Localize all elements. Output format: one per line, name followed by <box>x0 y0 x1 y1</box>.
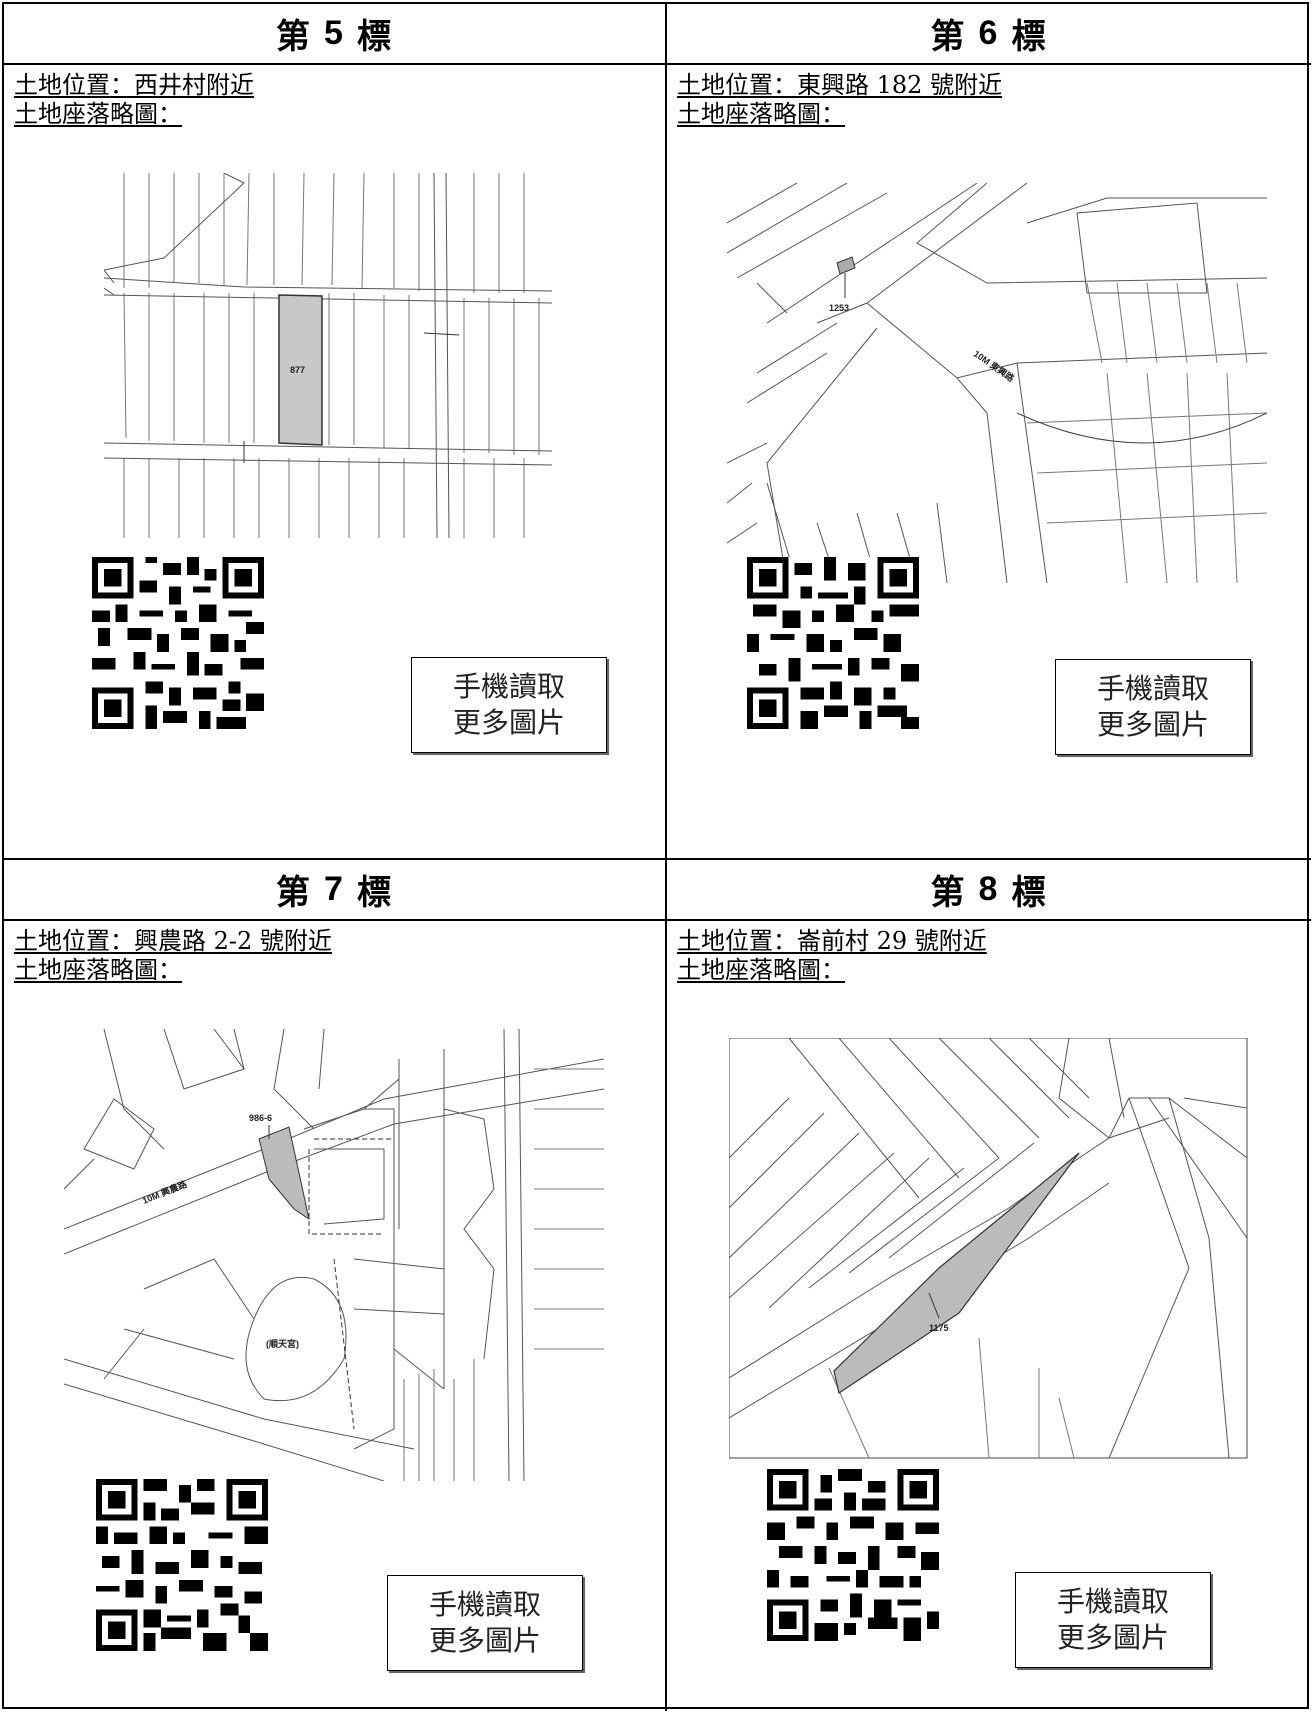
caption-line-2: 更多圖片 <box>452 706 565 739</box>
mobile-read-more-images-note: 手機讀取 更多圖片 <box>387 1575 583 1671</box>
caption-line-1: 手機讀取 <box>1056 1585 1169 1618</box>
lot-number: 5 <box>324 14 345 52</box>
sketch-label: 土地座落略圖： <box>677 100 845 128</box>
parcel-number-label: 986-6 <box>249 1113 272 1123</box>
qr-code-icon[interactable] <box>767 1469 939 1641</box>
caption-line-1: 手機讀取 <box>1096 672 1209 705</box>
lot-8-content: 土地位置：崙前村 29 號附近 土地座落略圖： 1175 <box>667 921 1311 1711</box>
land-location: 土地位置：興農路 2-2 號附近 <box>14 927 332 955</box>
road-label: 10M 興農路 <box>141 1178 190 1206</box>
land-location: 土地位置：西井村附近 <box>14 71 254 99</box>
caption-line-2: 更多圖片 <box>1056 1621 1169 1654</box>
mobile-read-more-images-note: 手機讀取 更多圖片 <box>411 657 607 753</box>
lot-number: 8 <box>978 870 1000 908</box>
title-prefix: 第 <box>276 873 313 913</box>
lot-5-content: 土地位置：西井村附近 土地座落略圖： <box>4 65 667 860</box>
caption-line-1: 手機讀取 <box>428 1588 541 1621</box>
qr-code-icon[interactable] <box>747 557 919 729</box>
lot-7-content: 土地位置：興農路 2-2 號附近 土地座落略圖： <box>4 921 667 1711</box>
location-sketch-map: 1175 <box>729 1038 1249 1460</box>
title-prefix: 第 <box>930 873 967 913</box>
location-sketch-map: 1253 10M 東興路 <box>727 183 1267 583</box>
sketch-label: 土地座落略圖： <box>677 956 845 984</box>
parcel-number-label: 1175 <box>929 1323 949 1333</box>
sketch-label: 土地座落略圖： <box>14 956 182 984</box>
mobile-read-more-images-note: 手機讀取 更多圖片 <box>1015 1572 1211 1668</box>
sketch-label: 土地座落略圖： <box>14 100 182 128</box>
title-suffix: 標 <box>1011 873 1048 913</box>
qr-code-icon[interactable] <box>92 557 264 729</box>
lot-number: 7 <box>324 870 345 908</box>
title-suffix: 標 <box>356 17 393 57</box>
caption-line-2: 更多圖片 <box>1096 708 1209 741</box>
mobile-read-more-images-note: 手機讀取 更多圖片 <box>1055 659 1251 755</box>
location-sketch-map: 986-6 10M 興農路 (順天宮) <box>64 1029 604 1481</box>
caption-line-1: 手機讀取 <box>452 670 565 703</box>
qr-code-icon[interactable] <box>96 1479 268 1651</box>
title-prefix: 第 <box>930 17 967 57</box>
land-location: 土地位置：東興路 182 號附近 <box>677 71 1003 99</box>
temple-label: (順天宮) <box>266 1338 299 1349</box>
title-suffix: 標 <box>1011 17 1048 57</box>
road-label: 10M 東興路 <box>972 348 1018 385</box>
lot-number: 6 <box>978 14 1000 52</box>
lot-6-content: 土地位置：東興路 182 號附近 土地座落略圖： <box>667 65 1311 860</box>
parcel-number-label: 1253 <box>829 303 849 313</box>
land-location: 土地位置：崙前村 29 號附近 <box>677 927 987 955</box>
title-prefix: 第 <box>276 17 313 57</box>
parcel-number-label: 877 <box>290 365 305 375</box>
location-sketch-map: 877 <box>104 173 554 538</box>
title-suffix: 標 <box>356 873 393 913</box>
caption-line-2: 更多圖片 <box>428 1624 541 1657</box>
